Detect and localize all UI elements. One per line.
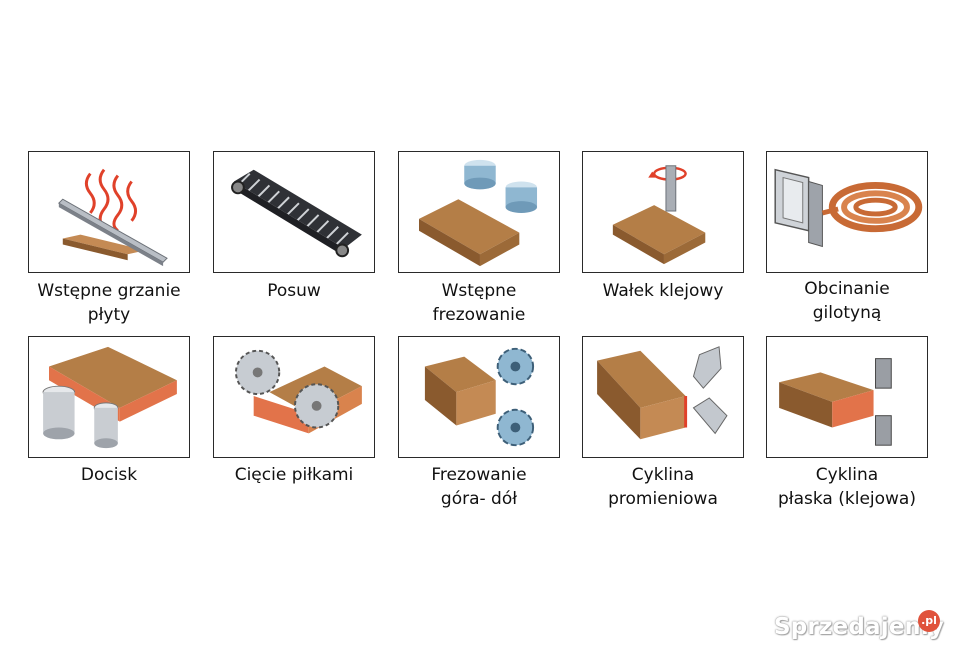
radius-scraper-icon <box>597 346 728 440</box>
caption-saw-cutting: Cięcie piłkami <box>234 465 354 485</box>
caption-pressure: Docisk <box>80 465 138 485</box>
watermark-logo: Sprzedajemy <box>774 614 944 640</box>
tile-flat-scraper <box>766 336 928 458</box>
tile-pre-milling <box>398 151 560 273</box>
tile-pressure <box>28 336 190 458</box>
caption-feed: Posuw <box>267 281 321 301</box>
tile-glue-roller <box>582 151 744 273</box>
guillotine-icon <box>774 168 923 248</box>
heating-icon <box>58 168 168 267</box>
pre-milling-icon <box>419 159 538 267</box>
watermark-badge: .pl <box>918 610 940 632</box>
tile-feed <box>213 151 375 273</box>
tile-milling-up-down <box>398 336 560 458</box>
flat-scraper-icon <box>779 358 892 446</box>
tile-guillotine <box>766 151 928 273</box>
conveyor-icon <box>231 169 362 258</box>
milling-up-down-icon <box>424 347 535 447</box>
tile-saw-cutting <box>213 336 375 458</box>
tile-radius-scraper <box>582 336 744 458</box>
tile-preheating <box>28 151 190 273</box>
glue-roller-icon <box>612 165 706 265</box>
pressure-rollers-icon <box>42 346 177 449</box>
caption-glue-roller: Wałek klejowy <box>602 281 724 301</box>
saw-blades-icon <box>234 349 362 434</box>
